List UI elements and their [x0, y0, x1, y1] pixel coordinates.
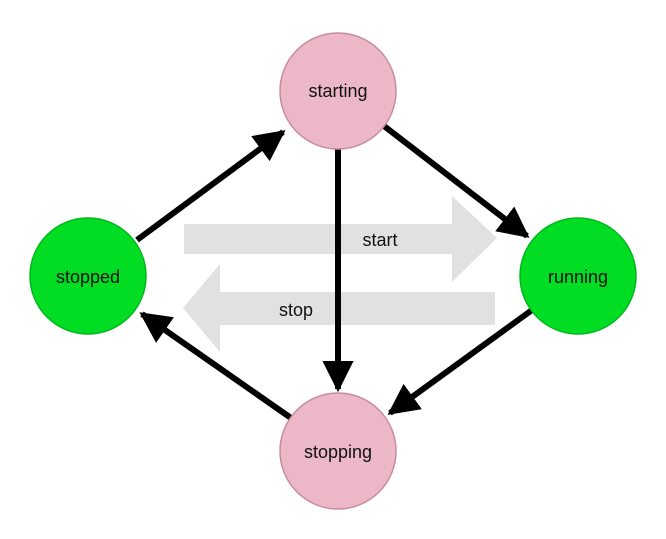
- edge-running-to-stopping: [387, 307, 534, 416]
- node-starting: starting: [279, 32, 397, 150]
- node-starting-label: starting: [308, 81, 367, 101]
- node-starting-circle: [279, 32, 397, 150]
- edge-starting-to-running: [382, 123, 530, 239]
- node-running-label: running: [548, 267, 608, 287]
- node-stopping-circle: [279, 392, 397, 510]
- stop-flow-label: stop: [279, 300, 313, 320]
- node-running: running: [519, 217, 637, 335]
- node-stopped-circle: [29, 217, 147, 335]
- edge-stopped-to-starting: [135, 129, 286, 243]
- node-running-circle: [519, 217, 637, 335]
- node-stopped-label: stopped: [56, 267, 120, 287]
- start-flow-label: start: [362, 230, 397, 250]
- node-stopped: stopped: [29, 217, 147, 335]
- node-stopping-label: stopping: [304, 442, 372, 462]
- edge-stopping-to-stopped: [139, 311, 293, 421]
- node-stopping: stopping: [279, 392, 397, 510]
